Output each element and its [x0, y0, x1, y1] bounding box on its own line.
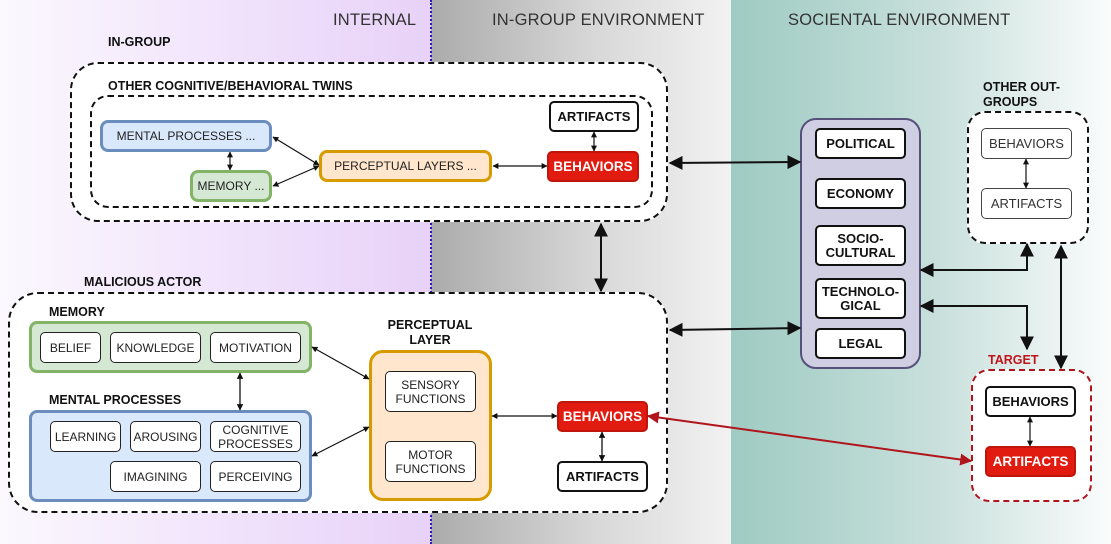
- memory-label: MEMORY: [49, 305, 105, 319]
- mental-item-perceiving-text: PERCEIVING: [218, 469, 293, 484]
- internal-divider: [430, 0, 432, 544]
- mental-item-cognitive-processes[interactable]: COGNITIVE PROCESSES: [210, 421, 301, 452]
- perceptual-item-sensory-functions[interactable]: SENSORY FUNCTIONS: [385, 371, 476, 412]
- twins-perceptual-layers-text: PERCEPTUAL LAYERS ...: [334, 159, 477, 173]
- perceptual-layer-label: PERCEPTUAL LAYER: [387, 318, 473, 347]
- actor-artifacts[interactable]: ARTIFACTS: [557, 461, 648, 492]
- twins-artifacts-text: ARTIFACTS: [557, 108, 631, 124]
- twins-memory[interactable]: MEMORY ...: [190, 170, 272, 202]
- malicious-actor-label: MALICIOUS ACTOR: [84, 275, 202, 289]
- out-groups-behaviors[interactable]: BEHAVIORS: [981, 128, 1072, 159]
- mental-item-learning[interactable]: LEARNING: [50, 421, 121, 452]
- mental-item-perceiving[interactable]: PERCEIVING: [210, 461, 301, 492]
- mental-item-imagining[interactable]: IMAGINING: [110, 461, 201, 492]
- societal-item-economy-text: ECONOMY: [826, 185, 895, 201]
- societal-item-technological[interactable]: TECHNOLO-GICAL: [815, 278, 906, 319]
- societal-item-political-text: POLITICAL: [826, 135, 895, 151]
- societal-item-socio-cultural[interactable]: SOCIO-CULTURAL: [815, 225, 906, 266]
- mental-item-cognitive-processes-text: COGNITIVE PROCESSES: [218, 422, 293, 451]
- target-behaviors-text: BEHAVIORS: [992, 393, 1069, 409]
- memory-item-belief[interactable]: BELIEF: [40, 332, 101, 363]
- twins-mental-processes-text: MENTAL PROCESSES ...: [116, 129, 256, 143]
- target-artifacts-text: ARTIFACTS: [992, 453, 1069, 469]
- actor-artifacts-text: ARTIFACTS: [566, 468, 639, 484]
- societal-item-legal[interactable]: LEGAL: [815, 328, 906, 359]
- twins-label: OTHER COGNITIVE/BEHAVIORAL TWINS: [108, 79, 353, 93]
- societal-item-economy[interactable]: ECONOMY: [815, 178, 906, 209]
- out-groups-artifacts-text: ARTIFACTS: [990, 195, 1063, 211]
- perceptual-item-motor-functions-text: MOTOR FUNCTIONS: [395, 447, 466, 476]
- twins-memory-text: MEMORY ...: [197, 179, 265, 193]
- memory-item-motivation[interactable]: MOTIVATION: [210, 332, 301, 363]
- target-behaviors[interactable]: BEHAVIORS: [985, 386, 1076, 417]
- band-title-in-group-environment: IN-GROUP ENVIRONMENT: [492, 11, 705, 29]
- out-groups-artifacts[interactable]: ARTIFACTS: [981, 188, 1072, 219]
- in-group-label: IN-GROUP: [108, 35, 171, 49]
- mental-item-learning-text: LEARNING: [54, 429, 117, 444]
- societal-item-socio-cultural-text: SOCIO-CULTURAL: [825, 230, 896, 260]
- twins-perceptual-layers[interactable]: PERCEPTUAL LAYERS ...: [319, 150, 492, 182]
- societal-item-political[interactable]: POLITICAL: [815, 128, 906, 159]
- societal-item-technological-text: TECHNOLO-GICAL: [821, 283, 900, 313]
- mental-item-arousing[interactable]: AROUSING: [130, 421, 201, 452]
- perceptual-item-sensory-functions-text: SENSORY FUNCTIONS: [395, 377, 466, 406]
- memory-item-knowledge[interactable]: KNOWLEDGE: [110, 332, 201, 363]
- mental-item-arousing-text: AROUSING: [133, 429, 198, 444]
- mental-processes-label: MENTAL PROCESSES: [49, 393, 182, 407]
- mental-item-imagining-text: IMAGINING: [123, 469, 188, 484]
- twins-behaviors[interactable]: BEHAVIORS: [547, 151, 639, 182]
- target-artifacts[interactable]: ARTIFACTS: [985, 446, 1076, 477]
- memory-item-belief-text: BELIEF: [49, 340, 92, 355]
- out-groups-behaviors-text: BEHAVIORS: [989, 135, 1064, 151]
- other-out-groups-label: OTHER OUT-GROUPS: [983, 80, 1061, 109]
- societal-item-legal-text: LEGAL: [838, 335, 883, 351]
- band-title-internal: INTERNAL: [333, 11, 417, 29]
- actor-behaviors-text: BEHAVIORS: [562, 408, 643, 424]
- twins-behaviors-text: BEHAVIORS: [553, 158, 633, 174]
- twins-container: [90, 95, 653, 208]
- actor-behaviors[interactable]: BEHAVIORS: [557, 401, 648, 432]
- twins-artifacts[interactable]: ARTIFACTS: [549, 101, 639, 132]
- twins-mental-processes[interactable]: MENTAL PROCESSES ...: [100, 120, 272, 152]
- memory-item-knowledge-text: KNOWLEDGE: [116, 340, 195, 355]
- band-title-societal-environment: SOCIENTAL ENVIRONMENT: [788, 11, 1011, 29]
- perceptual-item-motor-functions[interactable]: MOTOR FUNCTIONS: [385, 441, 476, 482]
- memory-item-motivation-text: MOTIVATION: [219, 340, 292, 355]
- target-label: TARGET: [988, 353, 1039, 367]
